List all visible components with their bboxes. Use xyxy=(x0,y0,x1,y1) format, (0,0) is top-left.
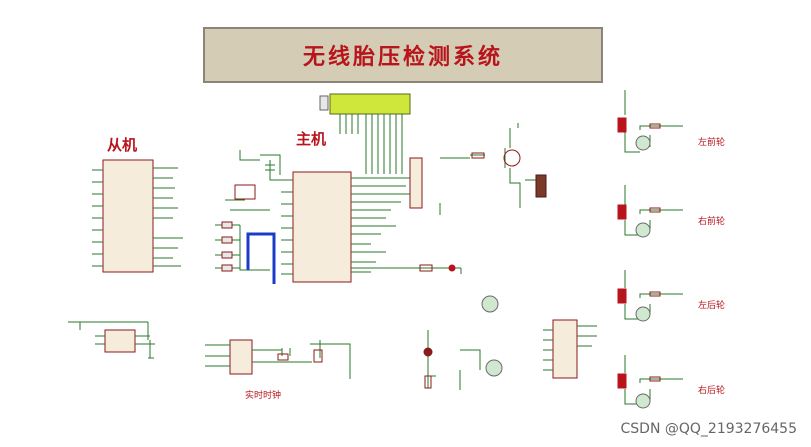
slave-mcu xyxy=(92,159,183,273)
master-connector xyxy=(409,157,441,215)
title-banner: 无线胎压检测系统 xyxy=(203,27,603,83)
front-left-label: 左前轮 xyxy=(698,138,726,148)
sensor-board xyxy=(423,295,597,390)
wheel-sensor-rr xyxy=(617,355,683,409)
status-led xyxy=(411,264,462,274)
diagram-title: 无线胎压检测系统 xyxy=(302,45,503,70)
master-mcu xyxy=(281,171,431,283)
button-group xyxy=(215,221,270,272)
wheel-sensor-fr xyxy=(617,185,683,238)
highlight-wire xyxy=(246,232,276,284)
rtc-label: 实时时钟 xyxy=(245,391,282,401)
master-crystal xyxy=(225,150,290,211)
wheel-sensor-rl xyxy=(617,270,683,322)
rtc-chip xyxy=(205,339,351,379)
buzzer-driver xyxy=(440,123,547,208)
front-right-label: 右前轮 xyxy=(698,217,726,227)
slave-rf-module xyxy=(68,321,155,359)
rear-left-label: 左后轮 xyxy=(698,301,726,311)
rear-right-label: 右后轮 xyxy=(698,386,726,396)
slave-label: 从机 xyxy=(107,136,138,154)
master-label: 主机 xyxy=(296,130,327,148)
wheel-sensor-fl xyxy=(617,90,683,153)
lcd-display xyxy=(319,93,411,174)
csdn-watermark: CSDN @QQ_2193276455 xyxy=(620,421,797,437)
